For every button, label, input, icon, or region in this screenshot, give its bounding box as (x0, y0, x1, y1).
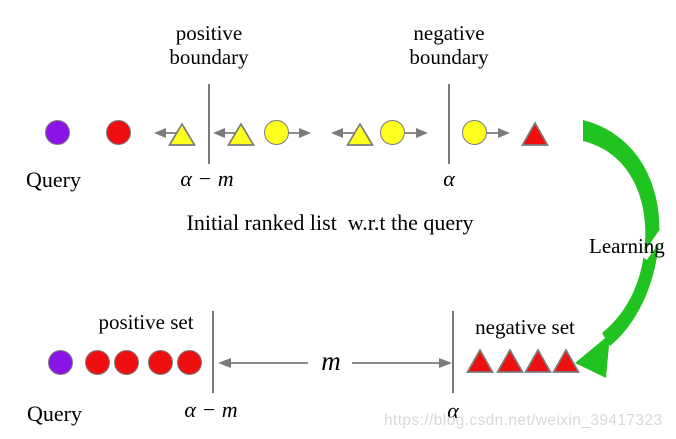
margin-m-label: m (321, 346, 341, 376)
red-circle (106, 120, 131, 145)
initial-ranked-list-caption: Initial ranked list w.r.t the query (186, 210, 474, 235)
yellow-triangle-icon (346, 122, 374, 146)
negative-set-triangle-icon (496, 348, 524, 373)
query-label-bottom: Query (27, 401, 82, 426)
negative-boundary-line-bottom (452, 311, 454, 393)
positive-set-circle (177, 350, 202, 375)
query-circle-purple (45, 120, 70, 145)
margin-left-arrow-icon (218, 358, 308, 368)
negative-boundary-line-top (448, 84, 450, 164)
positive-set-circle (114, 350, 139, 375)
yellow-circle (264, 120, 289, 145)
negative-set-label: negative set (475, 315, 575, 339)
positive-boundary-line-bottom (212, 311, 214, 393)
negative-set-triangle-icon (524, 348, 552, 373)
positive-boundary-line-top (208, 84, 210, 164)
yellow-triangle-icon (168, 122, 196, 146)
positive-boundary-line1: positive (175, 21, 243, 45)
query-circle-purple (48, 350, 73, 375)
red-triangle-icon (521, 121, 549, 146)
alpha-minus-m-label-top: α − m (180, 166, 234, 191)
negative-boundary-label: negative boundary (374, 21, 524, 69)
query-label-top: Query (26, 167, 81, 192)
green-arrowhead-icon (575, 334, 610, 378)
negative-boundary-line2: boundary (409, 45, 489, 69)
green-arc-band (583, 120, 660, 346)
alpha-label-bottom: α (447, 398, 459, 423)
alpha-label-top: α (443, 166, 455, 191)
yellow-triangle-icon (227, 122, 255, 146)
positive-set-circle (148, 350, 173, 375)
negative-set-triangle-icon (466, 348, 494, 373)
negative-boundary-line1: negative (413, 21, 485, 45)
positive-set-circle (85, 350, 110, 375)
yellow-circle (462, 120, 487, 145)
negative-set-triangle-icon (552, 348, 580, 373)
alpha-minus-m-label-bottom: α − m (184, 397, 238, 422)
yellow-circle (380, 120, 405, 145)
watermark: https://blog.csdn.net/weixin_39417323 (384, 412, 663, 429)
positive-boundary-label: positive boundary (134, 21, 284, 69)
positive-boundary-line2: boundary (169, 45, 249, 69)
learning-label: Learning (589, 234, 665, 258)
positive-set-label: positive set (98, 310, 194, 334)
margin-right-arrow-icon (352, 358, 452, 368)
